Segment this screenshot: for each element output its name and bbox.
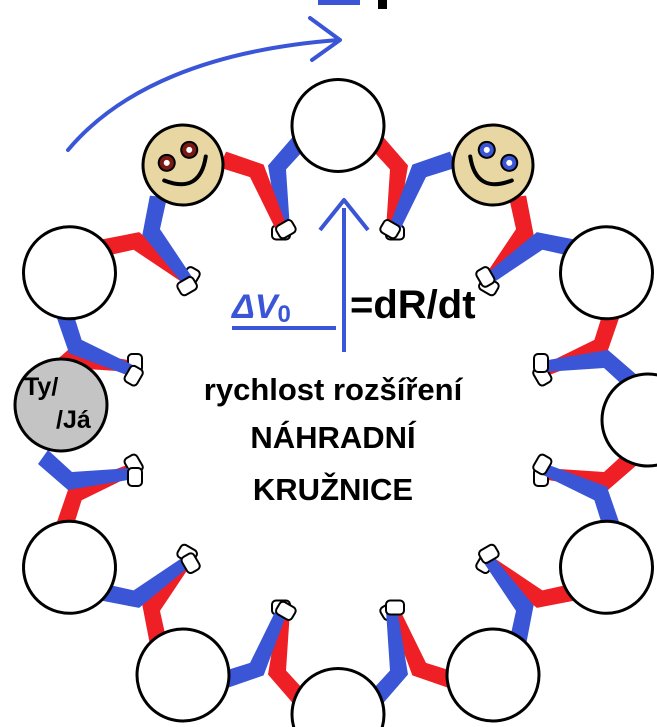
smile: [162, 154, 208, 187]
person: [268, 78, 408, 241]
velocity-equation: =dR/dt: [350, 283, 476, 327]
hand-icon: [180, 552, 201, 574]
caption-line-3: KRUŽNICE: [253, 471, 413, 507]
velocity-symbol: ΔV0: [230, 288, 291, 328]
head: [22, 519, 117, 615]
top-formula-fragment-mark: [378, 0, 387, 9]
person: [268, 599, 408, 727]
head: [135, 627, 231, 723]
smiley-face-icon: [141, 123, 225, 207]
left-arm: [56, 308, 136, 375]
person: [379, 543, 541, 723]
hand-icon: [475, 266, 496, 288]
left-arm: [218, 608, 285, 689]
left-arm: [391, 151, 458, 232]
hand-icon: [379, 219, 401, 240]
person: [135, 543, 297, 723]
hand-icon: [385, 599, 405, 616]
left-arm: [100, 556, 187, 608]
velocity-underline: [232, 326, 336, 330]
eye-glint: [483, 146, 490, 153]
left-arm: [544, 350, 638, 390]
hand-icon: [532, 453, 553, 476]
person: [141, 123, 297, 297]
left-arm: [38, 450, 132, 490]
head: [22, 225, 117, 321]
caption: rychlost rozšíření NÁHRADNÍ KRUŽNICE: [204, 372, 464, 507]
self-marker: Ty/ /Já: [13, 357, 109, 453]
self-marker-top: Ty/: [24, 373, 58, 401]
people-ring: [22, 78, 657, 727]
hand-icon: [127, 467, 143, 487]
right-arm: [100, 232, 187, 284]
left-arm: [489, 232, 576, 284]
hand-icon: [176, 276, 198, 297]
right-arm: [482, 195, 534, 282]
hand-icon: [275, 219, 297, 240]
right-arm: [391, 608, 458, 689]
left-arm: [368, 610, 408, 705]
head: [559, 519, 654, 615]
head: [290, 78, 386, 173]
head: [559, 225, 654, 321]
velocity-label: ΔV0 =dR/dt: [230, 283, 476, 330]
expansion-arrow-icon: [318, 198, 370, 352]
head: [290, 667, 386, 727]
left-arm: [482, 558, 534, 645]
smile: [468, 154, 514, 187]
right-arm: [218, 151, 285, 232]
hand-icon: [533, 353, 549, 373]
smiley-face-icon: [451, 123, 535, 207]
head: [445, 627, 541, 723]
top-formula-fragment: [318, 0, 360, 5]
rotation-arrow-icon: [66, 16, 342, 152]
hand-icon: [275, 600, 297, 621]
eye-glint: [506, 159, 513, 166]
person: [475, 453, 654, 615]
hand-icon: [123, 364, 144, 387]
head: [600, 372, 657, 468]
left-arm: [142, 195, 194, 282]
left-arm: [540, 465, 620, 532]
eye-glint: [186, 146, 193, 153]
person: [379, 123, 535, 297]
right-arm: [142, 558, 194, 645]
person: [533, 350, 657, 490]
hand-icon: [478, 543, 500, 564]
person: [22, 225, 201, 387]
caption-line-1: rychlost rozšíření: [204, 372, 464, 407]
eye-glint: [163, 159, 170, 166]
right-arm: [489, 556, 576, 608]
self-marker-bottom: /Já: [56, 406, 91, 434]
caption-line-2: NÁHRADNÍ: [250, 420, 417, 455]
